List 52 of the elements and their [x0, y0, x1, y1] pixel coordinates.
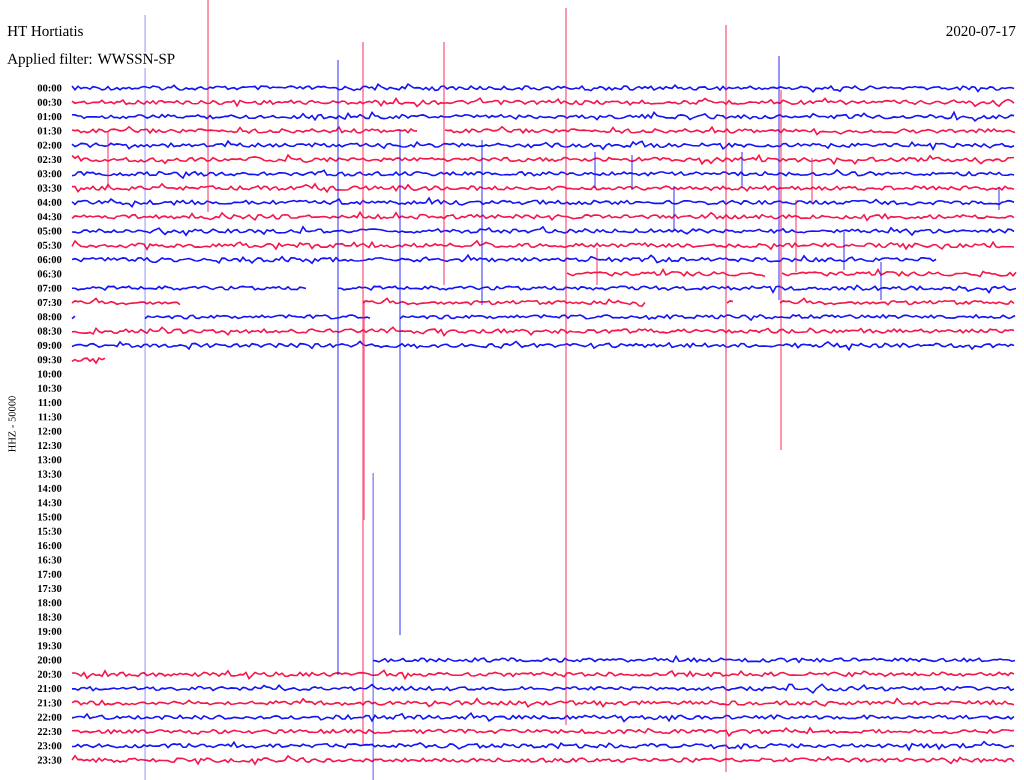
time-label: 02:00	[37, 141, 62, 149]
time-label: 17:30	[38, 584, 62, 593]
time-label: 23:00	[37, 742, 62, 750]
time-label: 18:00	[38, 599, 62, 607]
time-label: 17:00	[38, 570, 62, 578]
time-label: 20:00	[37, 656, 62, 664]
time-label: 02:30	[37, 155, 62, 164]
time-label: 16:30	[38, 556, 62, 564]
time-label: 08:00	[37, 313, 62, 321]
date-label: 2020-07-17	[946, 25, 1016, 37]
title: HT Hortiatis	[7, 25, 83, 37]
time-label: 10:00	[38, 370, 62, 378]
time-label: 11:00	[38, 399, 62, 407]
time-label: 03:00	[37, 170, 62, 178]
time-label: 00:00	[37, 84, 62, 92]
time-label: 14:00	[38, 484, 62, 492]
time-label: 04:30	[37, 213, 62, 221]
time-label: 10:30	[38, 384, 62, 392]
time-label: 05:00	[37, 227, 62, 235]
time-label: 13:30	[38, 470, 62, 478]
time-label: 12:00	[38, 427, 62, 435]
time-label: 15:00	[38, 513, 62, 521]
time-label: 07:30	[37, 298, 62, 307]
time-label: 09:00	[37, 341, 62, 349]
time-label: 05:30	[37, 241, 62, 249]
time-label: 09:30	[37, 356, 62, 364]
time-label: 03:30	[37, 184, 62, 192]
filter-label: Applied filter: WWSSN-SP	[6, 52, 177, 68]
time-label: 04:00	[37, 198, 62, 206]
time-label: 22:30	[37, 727, 62, 736]
time-label: 08:30	[37, 327, 62, 335]
time-label: 18:30	[38, 613, 62, 621]
time-label: 21:30	[37, 699, 62, 707]
time-label: 19:00	[38, 627, 62, 635]
time-label: 19:30	[38, 642, 62, 650]
time-label: 01:30	[37, 127, 62, 135]
time-label: 21:00	[37, 685, 62, 693]
time-label: 01:00	[37, 113, 62, 121]
time-label: 16:00	[38, 542, 62, 550]
time-label: 07:00	[37, 284, 62, 292]
axis-label: HHZ - 50000	[8, 396, 16, 452]
time-label: 00:30	[37, 98, 62, 106]
time-label: 12:30	[38, 441, 62, 450]
time-label: 20:30	[37, 670, 62, 678]
time-label: 11:30	[38, 413, 62, 421]
time-label: 13:00	[38, 456, 62, 464]
time-label: 06:00	[37, 256, 62, 264]
time-label: 23:30	[37, 756, 62, 764]
time-label: 15:30	[38, 527, 62, 535]
time-label: 14:30	[38, 499, 62, 507]
time-label: 22:00	[37, 713, 62, 721]
time-label: 06:30	[37, 270, 62, 278]
